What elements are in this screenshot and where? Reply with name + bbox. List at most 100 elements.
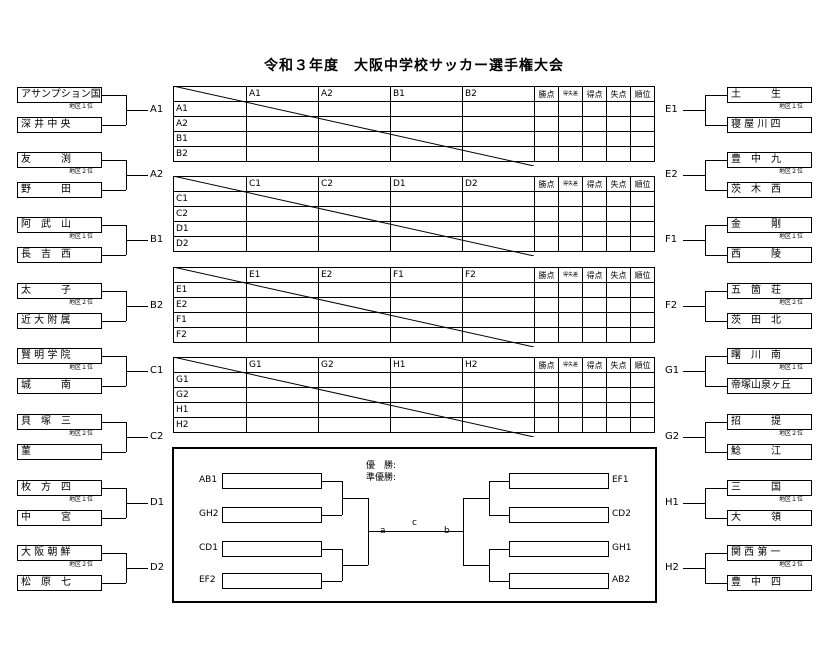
score-cell[interactable]: [558, 146, 583, 162]
score-cell[interactable]: [534, 206, 559, 222]
score-cell[interactable]: [534, 221, 559, 237]
score-cell[interactable]: [630, 131, 655, 147]
score-cell[interactable]: [630, 236, 655, 252]
score-cell[interactable]: [318, 191, 391, 207]
bracket-slot[interactable]: [222, 507, 322, 523]
score-cell[interactable]: [582, 417, 607, 433]
score-cell[interactable]: [630, 206, 655, 222]
score-cell[interactable]: [246, 206, 319, 222]
score-cell[interactable]: [630, 402, 655, 418]
score-cell[interactable]: [582, 206, 607, 222]
score-cell[interactable]: [462, 417, 535, 433]
score-cell[interactable]: [630, 101, 655, 117]
score-cell[interactable]: [318, 116, 391, 132]
score-cell[interactable]: [630, 282, 655, 298]
score-cell[interactable]: [246, 387, 319, 403]
score-cell[interactable]: [390, 206, 463, 222]
score-cell[interactable]: [606, 372, 631, 388]
score-cell[interactable]: [318, 372, 391, 388]
score-cell[interactable]: [462, 221, 535, 237]
score-cell[interactable]: [318, 282, 391, 298]
score-cell[interactable]: [318, 402, 391, 418]
score-cell[interactable]: [246, 417, 319, 433]
score-cell[interactable]: [582, 146, 607, 162]
score-cell[interactable]: [630, 327, 655, 343]
score-cell[interactable]: [630, 297, 655, 313]
score-cell[interactable]: [606, 146, 631, 162]
score-cell[interactable]: [534, 101, 559, 117]
score-cell[interactable]: [246, 191, 319, 207]
score-cell[interactable]: [582, 236, 607, 252]
score-cell[interactable]: [606, 327, 631, 343]
score-cell[interactable]: [606, 236, 631, 252]
score-cell[interactable]: [606, 297, 631, 313]
score-cell[interactable]: [390, 297, 463, 313]
score-cell[interactable]: [246, 312, 319, 328]
score-cell[interactable]: [390, 327, 463, 343]
score-cell[interactable]: [558, 387, 583, 403]
score-cell[interactable]: [630, 387, 655, 403]
score-cell[interactable]: [462, 116, 535, 132]
score-cell[interactable]: [606, 221, 631, 237]
score-cell[interactable]: [534, 236, 559, 252]
score-cell[interactable]: [318, 387, 391, 403]
score-cell[interactable]: [606, 282, 631, 298]
score-cell[interactable]: [462, 101, 535, 117]
score-cell[interactable]: [246, 116, 319, 132]
score-cell[interactable]: [582, 297, 607, 313]
score-cell[interactable]: [462, 297, 535, 313]
score-cell[interactable]: [582, 101, 607, 117]
score-cell[interactable]: [582, 312, 607, 328]
bracket-slot[interactable]: [222, 473, 322, 489]
score-cell[interactable]: [390, 146, 463, 162]
score-cell[interactable]: [582, 221, 607, 237]
score-cell[interactable]: [462, 236, 535, 252]
score-cell[interactable]: [558, 402, 583, 418]
score-cell[interactable]: [606, 206, 631, 222]
score-cell[interactable]: [390, 312, 463, 328]
score-cell[interactable]: [558, 131, 583, 147]
score-cell[interactable]: [462, 372, 535, 388]
score-cell[interactable]: [246, 282, 319, 298]
score-cell[interactable]: [462, 402, 535, 418]
score-cell[interactable]: [534, 312, 559, 328]
score-cell[interactable]: [390, 191, 463, 207]
score-cell[interactable]: [462, 131, 535, 147]
score-cell[interactable]: [390, 101, 463, 117]
bracket-slot[interactable]: [509, 473, 609, 489]
score-cell[interactable]: [390, 372, 463, 388]
score-cell[interactable]: [462, 191, 535, 207]
score-cell[interactable]: [558, 101, 583, 117]
score-cell[interactable]: [582, 116, 607, 132]
score-cell[interactable]: [318, 327, 391, 343]
score-cell[interactable]: [318, 206, 391, 222]
score-cell[interactable]: [318, 312, 391, 328]
score-cell[interactable]: [534, 297, 559, 313]
score-cell[interactable]: [606, 116, 631, 132]
score-cell[interactable]: [582, 387, 607, 403]
score-cell[interactable]: [558, 191, 583, 207]
score-cell[interactable]: [390, 116, 463, 132]
score-cell[interactable]: [462, 327, 535, 343]
score-cell[interactable]: [630, 191, 655, 207]
score-cell[interactable]: [462, 282, 535, 298]
score-cell[interactable]: [462, 146, 535, 162]
score-cell[interactable]: [318, 221, 391, 237]
bracket-slot[interactable]: [509, 507, 609, 523]
score-cell[interactable]: [246, 372, 319, 388]
score-cell[interactable]: [318, 131, 391, 147]
score-cell[interactable]: [606, 402, 631, 418]
score-cell[interactable]: [246, 146, 319, 162]
score-cell[interactable]: [558, 236, 583, 252]
bracket-slot[interactable]: [509, 573, 609, 589]
score-cell[interactable]: [390, 282, 463, 298]
score-cell[interactable]: [630, 116, 655, 132]
score-cell[interactable]: [390, 402, 463, 418]
score-cell[interactable]: [390, 417, 463, 433]
score-cell[interactable]: [534, 387, 559, 403]
score-cell[interactable]: [462, 206, 535, 222]
score-cell[interactable]: [558, 282, 583, 298]
score-cell[interactable]: [558, 372, 583, 388]
score-cell[interactable]: [582, 282, 607, 298]
score-cell[interactable]: [246, 101, 319, 117]
